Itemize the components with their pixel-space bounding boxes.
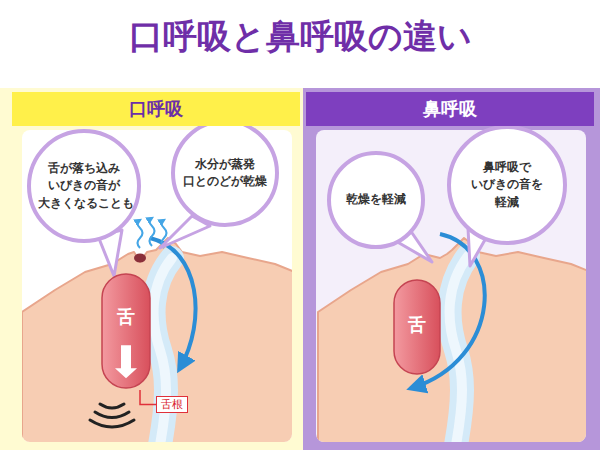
comparison-panel: 鼻呼吸乾燥を軽減 鼻呼吸で いびきの音を 軽減舌 — [306, 88, 594, 446]
callout-bubble: 乾燥を軽減 — [326, 150, 426, 250]
part-label: 舌根 — [161, 398, 183, 411]
tongue-label: 舌 — [408, 313, 426, 337]
callout-circle — [449, 127, 565, 243]
open-mouth — [134, 254, 146, 263]
panel-heading: 口呼吸 — [12, 92, 300, 126]
tongue-part: 舌 — [392, 278, 442, 376]
drop-arrow — [115, 345, 137, 378]
face-left — [22, 238, 292, 442]
snore-wave — [90, 420, 134, 427]
leader-line — [140, 390, 156, 405]
snore-wave — [100, 404, 124, 408]
callout-bubble: 水分が蒸発 口とのどが乾燥 — [170, 118, 280, 228]
callout-text: 乾燥を軽減 — [346, 191, 406, 208]
callout-shape — [170, 118, 280, 228]
title: 口呼吸と鼻呼吸の違い — [0, 14, 600, 60]
part-tag: 舌根 — [156, 396, 188, 413]
evaporation-mark — [138, 220, 143, 248]
comparison-panel: 口呼吸舌が落ち込み いびきの音が 大きくなることも 水分が蒸発 口とのどが乾燥舌舌… — [12, 88, 300, 446]
tongue-part: 舌 — [100, 272, 152, 390]
airway-inner — [154, 258, 172, 442]
face-skin — [318, 238, 586, 442]
callout-circle — [173, 121, 277, 225]
tongue — [102, 274, 150, 388]
airflow-arrow — [150, 238, 196, 368]
callout-circle — [29, 131, 139, 241]
panel-ground — [303, 88, 600, 450]
tongue-shape — [100, 272, 152, 390]
panel-ground — [0, 88, 303, 450]
tongue — [394, 280, 440, 374]
callout-bubble: 舌が落ち込み いびきの音が 大きくなることも — [26, 128, 142, 244]
face-right — [318, 238, 586, 442]
callout-circle — [329, 153, 423, 247]
callout-text: 鼻呼吸で いびきの音を 軽減 — [458, 159, 556, 211]
callout-text: 舌が落ち込み いびきの音が 大きくなることも — [38, 160, 131, 212]
tongue-label: 舌 — [117, 305, 135, 329]
face-skin — [22, 238, 292, 442]
evaporation-mark — [150, 218, 155, 246]
callout-text: 水分が蒸発 口とのどが乾燥 — [181, 156, 269, 191]
panel-heading: 鼻呼吸 — [306, 92, 594, 126]
callout-bubble: 鼻呼吸で いびきの音を 軽減 — [446, 124, 568, 246]
airway — [154, 258, 172, 442]
snore-wave — [95, 412, 129, 418]
